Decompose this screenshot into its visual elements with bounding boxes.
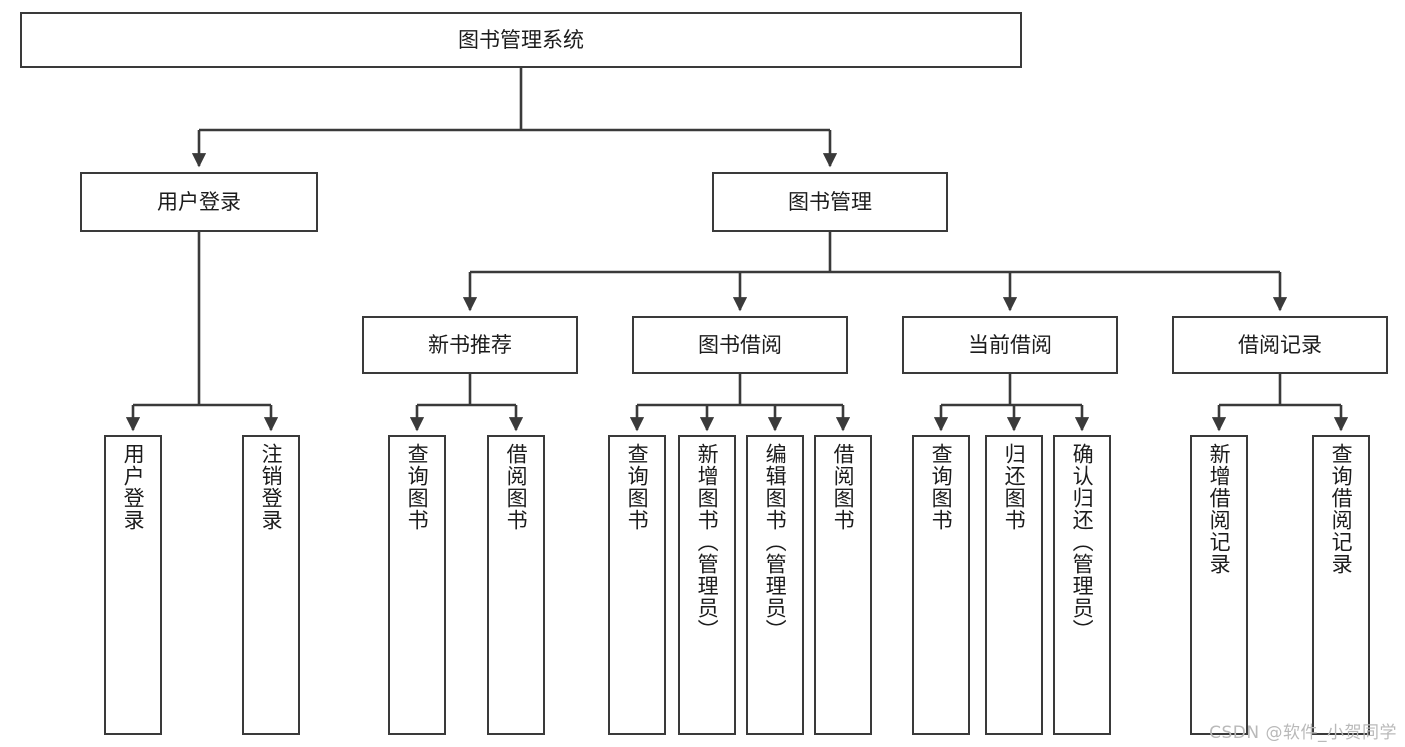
- node-leaf-10[interactable]: 归还图书: [985, 435, 1043, 735]
- watermark: CSDN @软件_小贺同学: [1209, 723, 1397, 743]
- node-leaf-1-label: 用户登录: [121, 443, 146, 531]
- node-leaf-7[interactable]: 编辑图书（管理员）: [746, 435, 804, 735]
- node-leaf-3-label: 查询图书: [405, 443, 430, 531]
- node-level3-1-label: 新书推荐: [428, 332, 512, 357]
- node-leaf-5-label: 查询图书: [625, 443, 650, 531]
- node-level2-1[interactable]: 用户登录: [80, 172, 318, 232]
- node-leaf-6[interactable]: 新增图书（管理员）: [678, 435, 736, 735]
- node-leaf-12-label: 新增借阅记录: [1207, 443, 1232, 575]
- node-leaf-9-label: 查询图书: [929, 443, 954, 531]
- node-leaf-7-label: 编辑图书（管理员）: [763, 443, 788, 641]
- node-leaf-6-label: 新增图书（管理员）: [695, 443, 720, 641]
- node-level2-2-label: 图书管理: [788, 189, 872, 214]
- node-root[interactable]: 图书管理系统: [20, 12, 1022, 68]
- node-leaf-3[interactable]: 查询图书: [388, 435, 446, 735]
- node-leaf-1[interactable]: 用户登录: [104, 435, 162, 735]
- node-level3-1[interactable]: 新书推荐: [362, 316, 578, 374]
- node-leaf-11-label: 确认归还（管理员）: [1070, 443, 1095, 641]
- node-level3-4-label: 借阅记录: [1238, 332, 1322, 357]
- node-level2-2[interactable]: 图书管理: [712, 172, 948, 232]
- node-leaf-12[interactable]: 新增借阅记录: [1190, 435, 1248, 735]
- node-leaf-4-label: 借阅图书: [504, 443, 529, 531]
- node-level3-3[interactable]: 当前借阅: [902, 316, 1118, 374]
- node-leaf-5[interactable]: 查询图书: [608, 435, 666, 735]
- node-level2-1-label: 用户登录: [157, 189, 241, 214]
- node-level3-2[interactable]: 图书借阅: [632, 316, 848, 374]
- node-leaf-9[interactable]: 查询图书: [912, 435, 970, 735]
- node-leaf-2[interactable]: 注销登录: [242, 435, 300, 735]
- node-level3-4[interactable]: 借阅记录: [1172, 316, 1388, 374]
- node-leaf-8-label: 借阅图书: [831, 443, 856, 531]
- node-leaf-10-label: 归还图书: [1002, 443, 1027, 531]
- node-leaf-13[interactable]: 查询借阅记录: [1312, 435, 1370, 735]
- node-leaf-8[interactable]: 借阅图书: [814, 435, 872, 735]
- node-level3-2-label: 图书借阅: [698, 332, 782, 357]
- node-leaf-11[interactable]: 确认归还（管理员）: [1053, 435, 1111, 735]
- node-level3-3-label: 当前借阅: [968, 332, 1052, 357]
- node-root-label: 图书管理系统: [458, 27, 584, 52]
- node-leaf-13-label: 查询借阅记录: [1329, 443, 1354, 575]
- node-leaf-2-label: 注销登录: [259, 443, 284, 531]
- node-leaf-4[interactable]: 借阅图书: [487, 435, 545, 735]
